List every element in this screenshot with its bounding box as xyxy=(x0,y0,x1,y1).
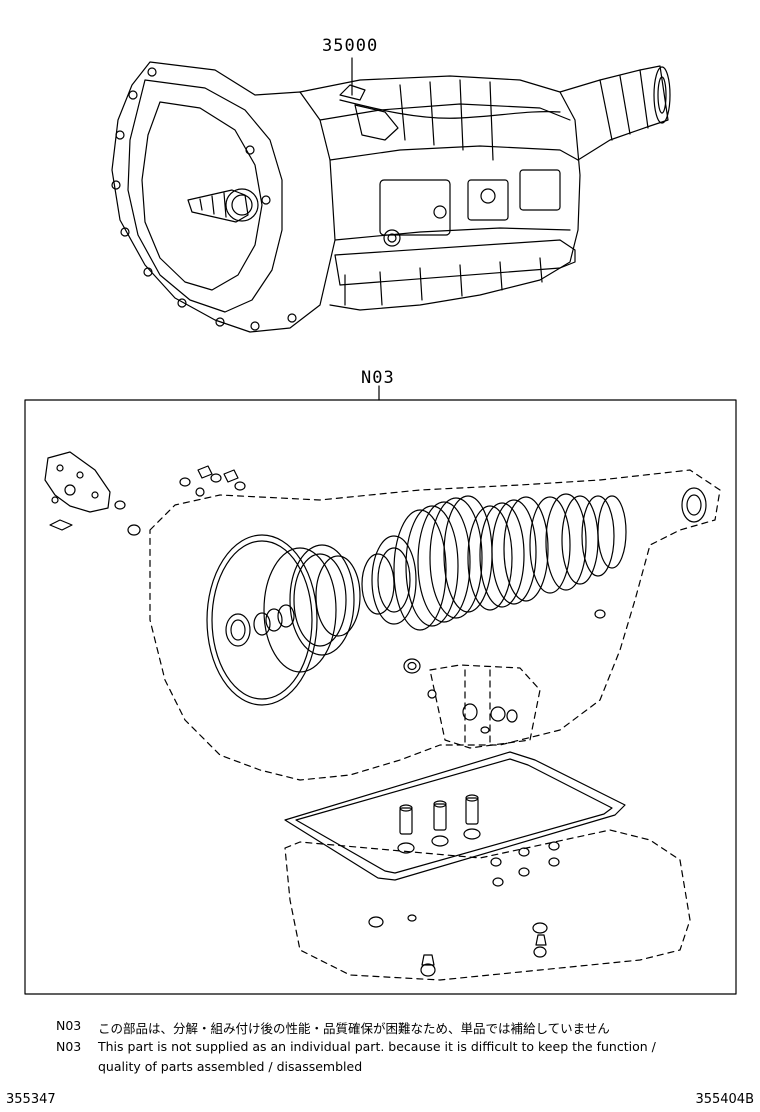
kit-parts xyxy=(45,452,720,980)
transmission-assembly xyxy=(112,58,670,332)
note-text-en: This part is not supplied as an individu… xyxy=(98,1039,656,1054)
kit-callout-label: N03 xyxy=(361,368,395,388)
note-code: N03 xyxy=(56,1018,82,1033)
note-text-jp: この部品は、分解・組み付け後の性能・品質確保が困難なため、単品では補給していませ… xyxy=(98,1021,610,1036)
note-code: N03 xyxy=(56,1039,82,1054)
note-text-en-cont: quality of parts assembled / disassemble… xyxy=(98,1059,363,1074)
footer-right-id: 355404B xyxy=(695,1092,754,1107)
kit-boundary-box xyxy=(25,400,736,994)
assembly-callout-label: 35000 xyxy=(322,36,379,56)
footer-left-id: 355347 xyxy=(6,1092,56,1107)
